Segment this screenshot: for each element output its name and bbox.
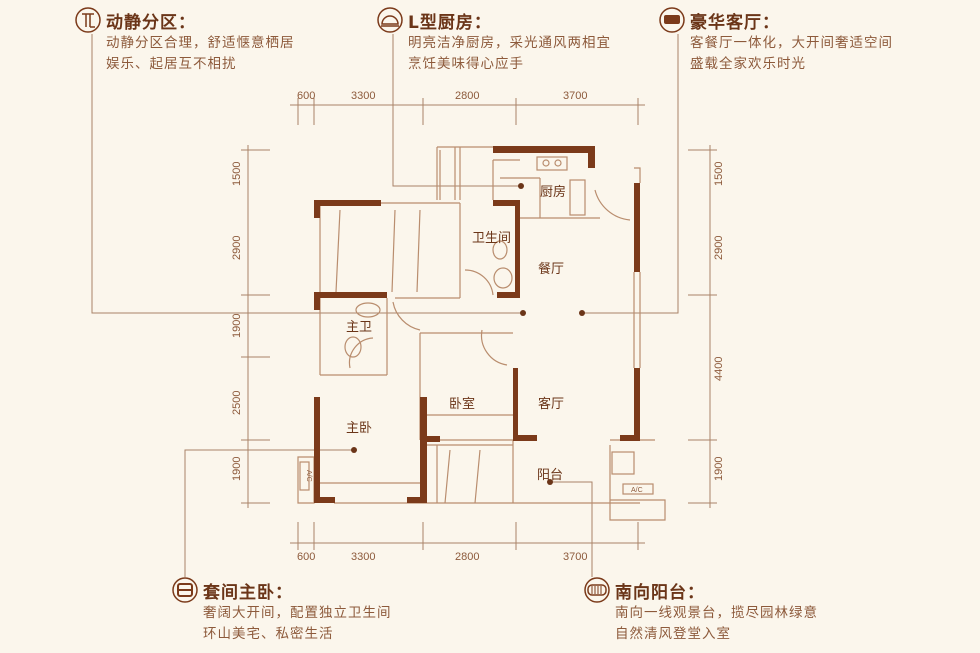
- callout-line: 自然清风登堂入室: [615, 626, 731, 642]
- washing-machine-icon: [611, 451, 635, 475]
- sink-icon: [569, 179, 586, 216]
- dim-top-1: 600: [297, 90, 315, 102]
- leader-living: [582, 34, 679, 314]
- walls: [314, 146, 640, 503]
- dim-top-4: 3700: [563, 90, 587, 102]
- kitchen-cloche-icon: [377, 7, 403, 33]
- stove-icon: [536, 156, 568, 171]
- callout-master-bedroom: 套间主卧： 奢阔大开间，配置独立卫生间 环山美宅、私密生活: [203, 578, 392, 645]
- dim-bottom-1: 600: [297, 551, 315, 563]
- callout-line: 环山美宅、私密生活: [203, 626, 334, 642]
- dim-right-1: 1500: [713, 162, 725, 186]
- callout-line: 动静分区合理，舒适惬意栖居: [106, 35, 295, 51]
- master-washbasin-icon: [355, 302, 381, 318]
- dim-right-2: 2900: [713, 236, 725, 260]
- callout-line: 奢阔大开间，配置独立卫生间: [203, 605, 392, 621]
- leader-balcony: [550, 481, 593, 577]
- dim-bottom-3: 2800: [455, 551, 479, 563]
- dimension-bottom: [290, 522, 645, 550]
- toilet-icon: [492, 240, 508, 260]
- callout-zoning: 动静分区： 动静分区合理，舒适惬意栖居 娱乐、起居互不相扰: [106, 8, 295, 75]
- dim-left-1: 1500: [231, 162, 243, 186]
- leader-master-bedroom: [184, 449, 354, 577]
- room-master-bath: 主卫: [346, 320, 372, 335]
- callout-line: 明亮洁净厨房，采光通风两相宜: [408, 35, 611, 51]
- callout-line: 烹饪美味得心应手: [408, 56, 524, 72]
- bed-icon: [172, 577, 198, 603]
- dim-left-3: 1900: [231, 314, 243, 338]
- callout-balcony: 南向阳台： 南向一线观景台，揽尽园林绿意 自然清风登堂入室: [615, 578, 818, 645]
- leader-zoning: [91, 34, 523, 314]
- master-toilet-icon: [344, 336, 362, 358]
- callout-line: 娱乐、起居互不相扰: [106, 56, 237, 72]
- ac-label-left: A/C: [305, 470, 312, 482]
- ac-unit-left: [299, 461, 310, 491]
- dim-left-2: 2900: [231, 236, 243, 260]
- zoning-icon: [75, 7, 101, 33]
- callout-title: 套间主卧：: [203, 583, 293, 603]
- location-dots: [351, 183, 585, 485]
- room-dining: 餐厅: [538, 261, 564, 277]
- ac-label-right: A/C: [631, 487, 643, 494]
- dim-top-2: 3300: [351, 90, 375, 102]
- callout-kitchen: L型厨房： 明亮洁净厨房，采光通风两相宜 烹饪美味得心应手: [408, 8, 611, 75]
- dim-left-5: 1900: [231, 457, 243, 481]
- callout-line: 盛载全家欢乐时光: [690, 56, 806, 72]
- dimension-left: [241, 145, 270, 508]
- dim-right-3: 4400: [713, 357, 725, 381]
- door-swings: [348, 189, 631, 369]
- leader-kitchen: [392, 34, 521, 187]
- callout-title: 动静分区：: [106, 13, 196, 33]
- balcony-railing-icon: [584, 577, 610, 603]
- sofa-icon: [659, 7, 685, 33]
- fixtures: [344, 156, 635, 475]
- callout-line: 南向一线观景台，揽尽园林绿意: [615, 605, 818, 621]
- dimension-right: [688, 145, 717, 508]
- ac-unit-right: [622, 483, 654, 495]
- callout-title: L型厨房：: [408, 13, 492, 33]
- callout-title: 豪华客厅：: [690, 13, 780, 33]
- callout-line: 客餐厅一体化，大开间奢适空间: [690, 35, 893, 51]
- callout-title: 南向阳台：: [615, 583, 705, 603]
- washbasin-icon: [493, 267, 513, 289]
- room-balcony: 阳台: [537, 468, 563, 483]
- dim-left-4: 2500: [231, 391, 243, 415]
- callout-living: 豪华客厅： 客餐厅一体化，大开间奢适空间 盛载全家欢乐时光: [690, 8, 893, 75]
- dim-bottom-4: 3700: [563, 551, 587, 563]
- room-bathroom: 卫生间: [472, 231, 511, 246]
- room-kitchen: 厨房: [540, 184, 566, 200]
- dim-top-3: 2800: [455, 90, 479, 102]
- room-master-bedroom: 主卧: [346, 421, 372, 436]
- dimension-top: [290, 98, 645, 125]
- dim-bottom-2: 3300: [351, 551, 375, 563]
- room-living: 客厅: [538, 396, 564, 412]
- dim-right-4: 1900: [713, 457, 725, 481]
- room-bedroom: 卧室: [449, 396, 475, 412]
